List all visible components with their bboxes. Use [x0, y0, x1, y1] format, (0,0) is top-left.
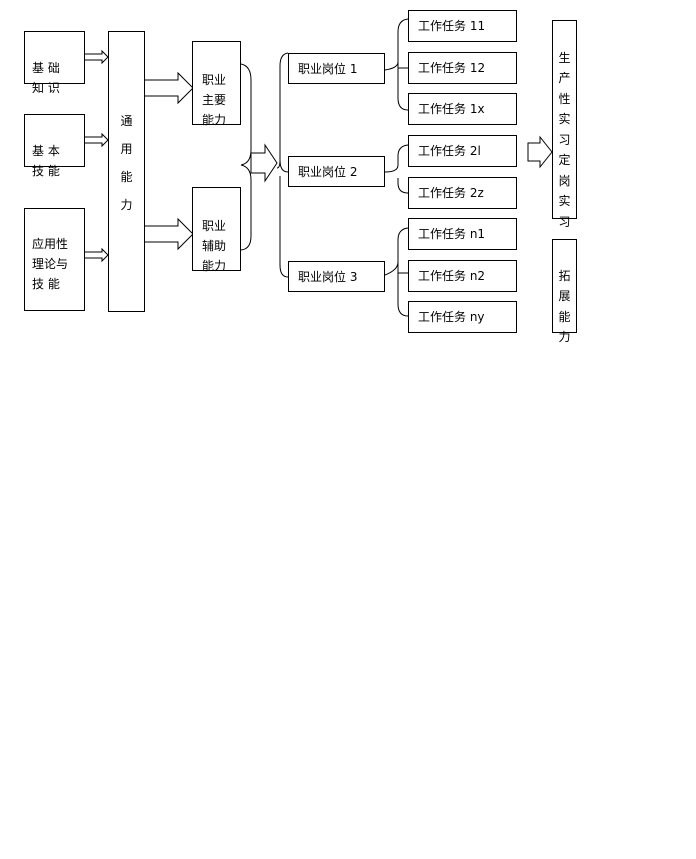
career-main-ability-box: 职业 主要 能力 [192, 41, 241, 127]
brace-position-2 [384, 144, 409, 194]
career-position-2-box: 职业岗位 2 [288, 156, 385, 187]
task-1x-box: 工作任务 1x [408, 93, 517, 125]
arrow-applied-theory [83, 247, 109, 263]
internship-label: 生 产 性 实 习 定 岗 实 习 [558, 50, 571, 229]
basic-skills-box: 基 本 技 能 [24, 114, 85, 178]
basic-knowledge-label: 基 础 知 识 [32, 61, 60, 95]
basic-skills-label: 基 本 技 能 [32, 144, 60, 178]
extended-ability-box: 拓 展 能 力 [552, 239, 577, 344]
task-1x-label: 工作任务 1x [418, 102, 485, 116]
brace-position-3 [384, 227, 409, 317]
internship-box: 生 产 性 实 习 定 岗 实 习 [552, 20, 577, 229]
task-n2-label: 工作任务 n2 [418, 269, 486, 283]
career-main-ability-label: 职业 主要 能力 [202, 73, 227, 127]
task-11-label: 工作任务 11 [418, 19, 486, 33]
arrow-to-positions [250, 143, 278, 183]
applied-theory-label: 应用性 理论与 技 能 [32, 237, 69, 291]
general-ability-label: 通 用 能 力 [120, 114, 133, 212]
brace-position-1 [384, 18, 409, 111]
career-aux-ability-box: 职业 辅助 能力 [192, 187, 241, 273]
career-position-1-label: 职业岗位 1 [298, 62, 358, 76]
task-2z-box: 工作任务 2z [408, 177, 517, 209]
task-21-label: 工作任务 2l [418, 144, 481, 158]
arrow-to-main-ability [143, 71, 194, 105]
career-position-2-label: 职业岗位 2 [298, 165, 358, 179]
task-n1-label: 工作任务 n1 [418, 227, 486, 241]
arrow-basic-knowledge [83, 49, 109, 65]
applied-theory-box: 应用性 理论与 技 能 [24, 208, 85, 311]
task-2z-label: 工作任务 2z [418, 186, 484, 200]
career-position-3-label: 职业岗位 3 [298, 270, 358, 284]
career-position-3-box: 职业岗位 3 [288, 261, 385, 292]
brace-positions [276, 52, 289, 278]
extended-ability-label: 拓 展 能 力 [558, 268, 571, 345]
basic-knowledge-box: 基 础 知 识 [24, 31, 85, 95]
career-position-1-box: 职业岗位 1 [288, 53, 385, 84]
arrow-to-internship [527, 135, 553, 169]
career-aux-ability-label: 职业 辅助 能力 [202, 219, 227, 273]
brace-abilities [240, 63, 252, 251]
task-12-box: 工作任务 12 [408, 52, 517, 84]
arrow-to-aux-ability [143, 217, 194, 251]
general-ability-box: 通 用 能 力 [108, 31, 145, 312]
task-ny-box: 工作任务 ny [408, 301, 517, 333]
task-n2-box: 工作任务 n2 [408, 260, 517, 292]
task-12-label: 工作任务 12 [418, 61, 486, 75]
task-ny-label: 工作任务 ny [418, 310, 485, 324]
task-n1-box: 工作任务 n1 [408, 218, 517, 250]
task-11-box: 工作任务 11 [408, 10, 517, 42]
task-21-box: 工作任务 2l [408, 135, 517, 167]
arrow-basic-skills [83, 132, 109, 148]
